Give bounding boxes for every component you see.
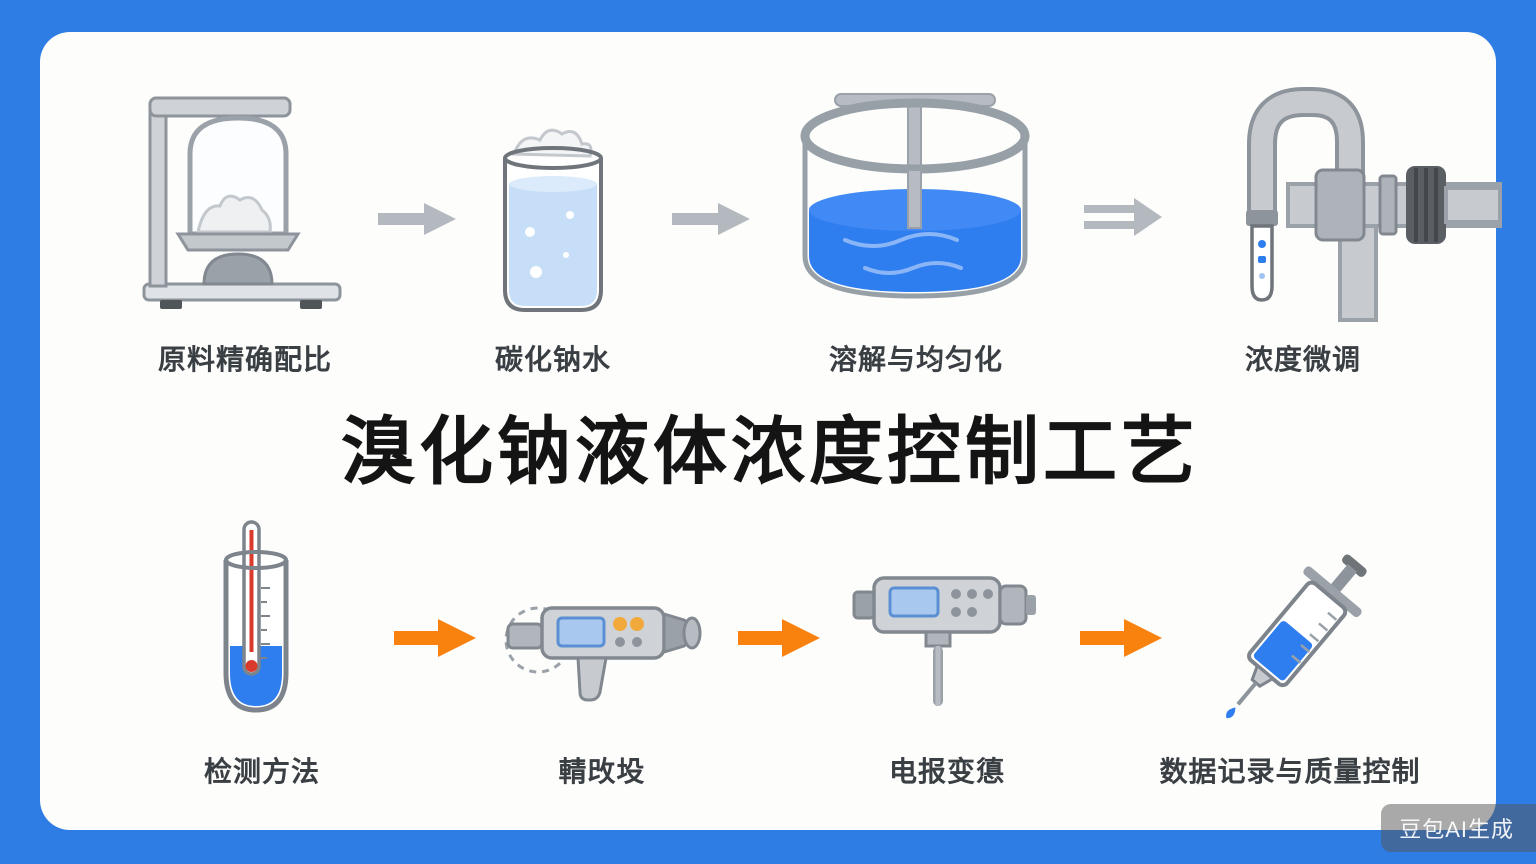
gray-double-arrow-icon [1084, 194, 1164, 240]
syringe-icon [1192, 538, 1392, 743]
gray-arrow-icon [378, 198, 458, 240]
electrode-transmitter-icon [850, 562, 1040, 712]
orange-arrow-icon [738, 614, 822, 662]
mixing-tank-icon [790, 88, 1040, 320]
step-label-dissolve: 溶解与均匀化 [828, 344, 1004, 375]
ai-watermark: 豆包AI生成 [1381, 804, 1536, 852]
step-label-detection-method: 检测方法 [203, 756, 321, 787]
test-tube-thermometer-icon [198, 518, 313, 723]
beaker-icon [478, 120, 628, 320]
page-title: 溴化钠液体浓度控制工艺 [341, 410, 1199, 493]
step-label-electrode: 电报变憄 [888, 756, 1006, 787]
orange-arrow-icon [1080, 614, 1164, 662]
refractometer-icon [500, 572, 705, 707]
step-label-refractometer: 輤攺坄 [558, 756, 646, 787]
step-label-solution: 碳化钠水 [494, 344, 612, 375]
pipe-fitting-icon [1228, 87, 1502, 322]
step-label-data-record: 数据记录与质量控制 [1159, 756, 1421, 787]
orange-arrow-icon [394, 614, 478, 662]
balance-scale-icon [140, 92, 345, 314]
step-label-fine-tune: 浓度微调 [1244, 344, 1362, 375]
gray-arrow-icon [672, 198, 752, 240]
step-label-raw-material: 原料精确配比 [157, 344, 333, 375]
